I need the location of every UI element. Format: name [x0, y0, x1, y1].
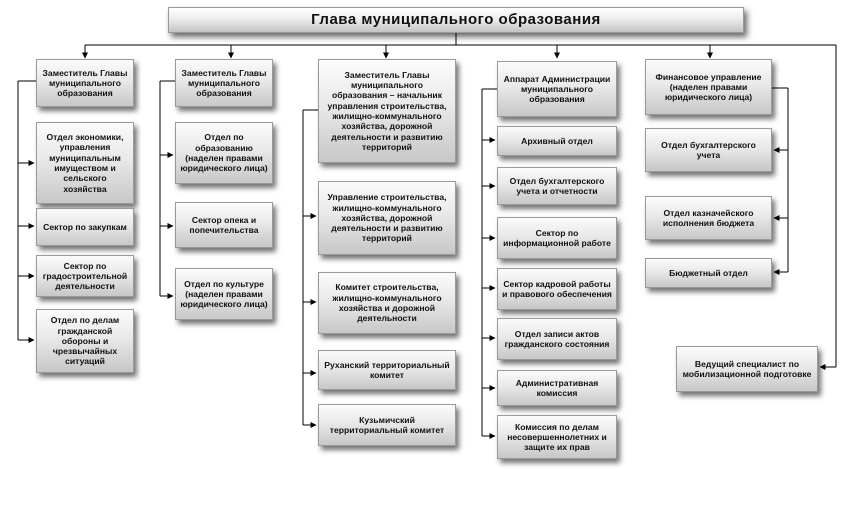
civil-defense-department-box: Отдел по делам гражданской обороны и чре… [36, 309, 134, 373]
accounting-office-box: Отдел бухгалтерского учета [645, 128, 772, 172]
economy-department-box: Отдел экономики, управления муниципальны… [36, 122, 134, 204]
education-department-box: Отдел по образованию (наделен правами юр… [175, 122, 273, 184]
budget-department-box: Бюджетный отдел [645, 258, 772, 288]
construction-directorate-box: Управление строительства, жилищно-коммун… [318, 181, 456, 255]
procurement-sector-box: Сектор по закупкам [36, 208, 134, 246]
rukhan-committee-box: Руханский территориальный комитет [318, 350, 456, 390]
civil-registry-department-box: Отдел записи актов гражданского состояни… [497, 318, 617, 360]
deputy-head-box-1: Заместитель Главы муниципального образов… [36, 59, 134, 107]
urban-planning-sector-box: Сектор по градостроительной деятельности [36, 255, 134, 297]
kuzmich-committee-box: Кузьмичский территориальный комитет [318, 404, 456, 446]
personnel-legal-sector-box: Сектор кадровой работы и правового обесп… [497, 268, 617, 310]
head-box: Глава муниципального образования [168, 7, 744, 33]
archive-department-box: Архивный отдел [497, 126, 617, 156]
administration-apparatus-box: Аппарат Администрации муниципального обр… [497, 61, 617, 117]
deputy-head-construction-box: Заместитель Главы муниципального образов… [318, 59, 456, 163]
administrative-commission-box: Административная комиссия [497, 370, 617, 406]
deputy-head-box-2: Заместитель Главы муниципального образов… [175, 59, 273, 107]
financial-directorate-box: Финансовое управление (наделен правами ю… [645, 59, 772, 115]
information-sector-box: Сектор по информационной работе [497, 217, 617, 259]
culture-department-box: Отдел по культуре (наделен правами юриди… [175, 268, 273, 320]
treasury-department-box: Отдел казначейского исполнения бюджета [645, 196, 772, 240]
construction-committee-box: Комитет строительства, жилищно-коммуналь… [318, 272, 456, 334]
guardianship-sector-box: Сектор опека и попечительства [175, 202, 273, 248]
juvenile-affairs-commission-box: Комиссия по делам несовершеннолетних и з… [497, 415, 617, 459]
mobilization-specialist-box: Ведущий специалист по мобилизационной по… [676, 346, 818, 392]
accounting-department-box: Отдел бухгалтерского учета и отчетности [497, 167, 617, 205]
